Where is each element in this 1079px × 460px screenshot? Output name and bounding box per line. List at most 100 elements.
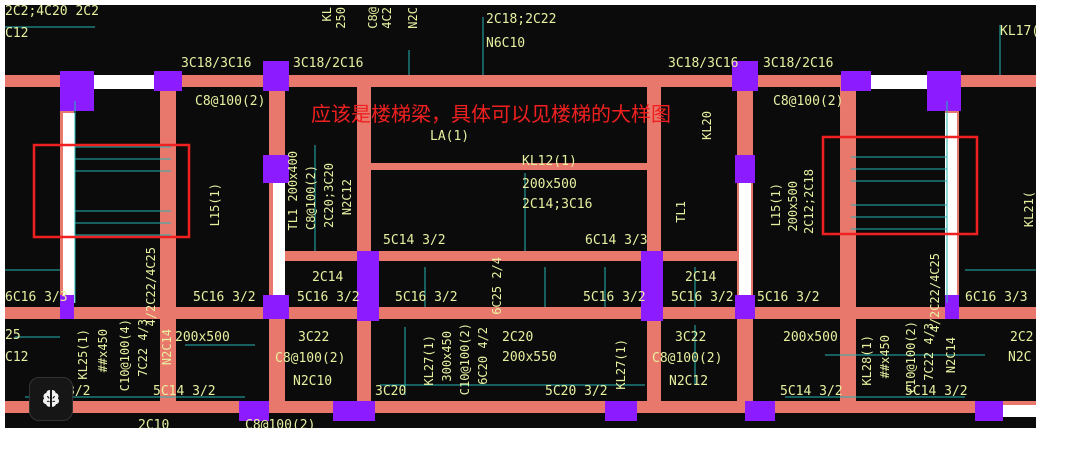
- cad-label: 4/2C22/4C25: [928, 253, 942, 332]
- cad-label: 3C18/3C16: [181, 56, 251, 71]
- cad-label: C8@100(2): [275, 351, 345, 366]
- stair-wall: [945, 113, 957, 303]
- cad-label: 3C20: [375, 384, 406, 399]
- cad-label: 250: [334, 7, 348, 29]
- cad-label: 5C14 3/2: [905, 384, 968, 399]
- cad-label: KL20: [700, 111, 714, 140]
- beam: [277, 251, 745, 261]
- column: [841, 71, 871, 91]
- cad-label: N2C: [1008, 350, 1031, 365]
- cad-label: 5C14 3/2: [780, 384, 843, 399]
- cad-label: N6C10: [486, 36, 525, 51]
- cad-label: KL: [320, 7, 334, 21]
- cad-label: 4/2C22/4C25: [144, 247, 158, 326]
- stair-wall: [871, 75, 931, 89]
- ai-assistant-button[interactable]: [29, 377, 73, 421]
- cad-label: 2C14: [685, 270, 716, 285]
- cad-label: 3C22: [298, 330, 329, 345]
- cad-label: 3C18/3C16: [668, 56, 738, 71]
- cad-label: C8@100(2): [195, 94, 265, 109]
- column: [745, 401, 775, 421]
- cad-label: 200x500: [522, 177, 577, 192]
- column: [357, 251, 379, 321]
- column: [239, 401, 269, 421]
- cad-label: N2C: [406, 7, 420, 29]
- cad-label: KL21(: [1022, 191, 1036, 227]
- cad-label: N2C10: [293, 374, 332, 389]
- stair-wall: [1003, 405, 1036, 417]
- cad-label: LA(1): [430, 129, 469, 144]
- cad-label: 200x500: [786, 181, 800, 232]
- stair-wall: [94, 75, 154, 89]
- column: [732, 61, 758, 91]
- structural-beam-plan: 2C2;4C20 2C2 C12 3C18/3C16 3C18/2C16 2C1…: [5, 5, 1036, 428]
- stair-wall: [273, 181, 285, 297]
- column: [927, 71, 961, 111]
- beam: [840, 75, 856, 413]
- brain-icon: [43, 390, 59, 407]
- column: [154, 71, 182, 91]
- column: [735, 155, 755, 183]
- cad-label: 6C16 3/3: [5, 290, 68, 305]
- stair-wall: [63, 113, 75, 303]
- cad-label: KL17(: [1000, 24, 1036, 39]
- beam: [357, 163, 655, 170]
- cad-label: N2C12: [669, 374, 708, 389]
- beam: [647, 87, 661, 413]
- stair-wall: [739, 181, 751, 297]
- cad-label: 5C16 3/2: [395, 290, 458, 305]
- cad-label: C10@100(2): [904, 321, 918, 393]
- cad-label: 6C14 3/3: [585, 233, 648, 248]
- cad-label: 3C18/2C16: [763, 56, 833, 71]
- cad-label: KL25(1): [76, 329, 90, 380]
- cad-label: 2C2;4C20 2C2: [5, 5, 99, 19]
- cad-label: 2C20;3C20: [322, 163, 336, 228]
- cad-label: ##x450: [96, 329, 110, 372]
- column: [60, 295, 74, 319]
- cad-label: N2C14: [944, 337, 958, 373]
- column: [735, 295, 755, 319]
- beam: [5, 401, 1036, 413]
- column: [333, 401, 375, 421]
- cad-label: TL1 200x400: [286, 151, 300, 230]
- cad-label: 5C14 3/2: [383, 233, 446, 248]
- cad-label: 5C16 3/2: [297, 290, 360, 305]
- cad-label: C12: [5, 26, 28, 41]
- cad-label: N2C12: [340, 179, 354, 215]
- cad-label: 200x550: [502, 350, 557, 365]
- cad-label: C8@100(2): [304, 165, 318, 230]
- cad-label: 5C16 3/2: [583, 290, 646, 305]
- cad-label: 3C22: [675, 330, 706, 345]
- cad-label: C10@100(4): [118, 319, 132, 391]
- cad-label: 2C14;3C16: [522, 197, 592, 212]
- stair-treads-right: [851, 101, 948, 303]
- cad-label: KL27(1): [614, 339, 628, 390]
- cad-label: C8@100(2): [773, 94, 843, 109]
- cad-label: C12: [5, 350, 28, 365]
- cad-label: 2C20: [502, 330, 533, 345]
- cad-label: 2C12;2C18: [802, 169, 816, 234]
- cad-label: 2C10: [138, 418, 169, 428]
- column: [60, 71, 94, 111]
- cad-label: 5C20 3/2: [545, 384, 608, 399]
- cad-label: 5C16 3/2: [671, 290, 734, 305]
- column: [263, 61, 289, 91]
- cad-label: 5C14 3/2: [153, 384, 216, 399]
- cad-label: KL12(1): [522, 154, 577, 169]
- cad-label: 200x500: [783, 330, 838, 345]
- cad-label: KL28(1): [860, 335, 874, 386]
- cad-label: C10@100(2): [458, 323, 472, 395]
- cad-label: 2C2: [1010, 330, 1033, 345]
- cad-label: 2C18;2C22: [486, 12, 556, 27]
- cad-label: 6C25 2/4: [490, 257, 504, 315]
- cad-label: C8@100(2): [652, 351, 722, 366]
- cad-label: 6C16 3/3: [965, 290, 1028, 305]
- markup-box-right: [821, 135, 979, 236]
- cad-label: 4C2: [380, 7, 394, 29]
- column: [605, 401, 637, 421]
- column: [945, 295, 959, 319]
- cad-label: N2C14: [160, 329, 174, 365]
- cad-drawing-canvas[interactable]: 2C2;4C20 2C2 C12 3C18/3C16 3C18/2C16 2C1…: [5, 5, 1036, 428]
- cad-label: 6C20 4/2: [476, 327, 490, 385]
- cad-label: 3C18/2C16: [293, 56, 363, 71]
